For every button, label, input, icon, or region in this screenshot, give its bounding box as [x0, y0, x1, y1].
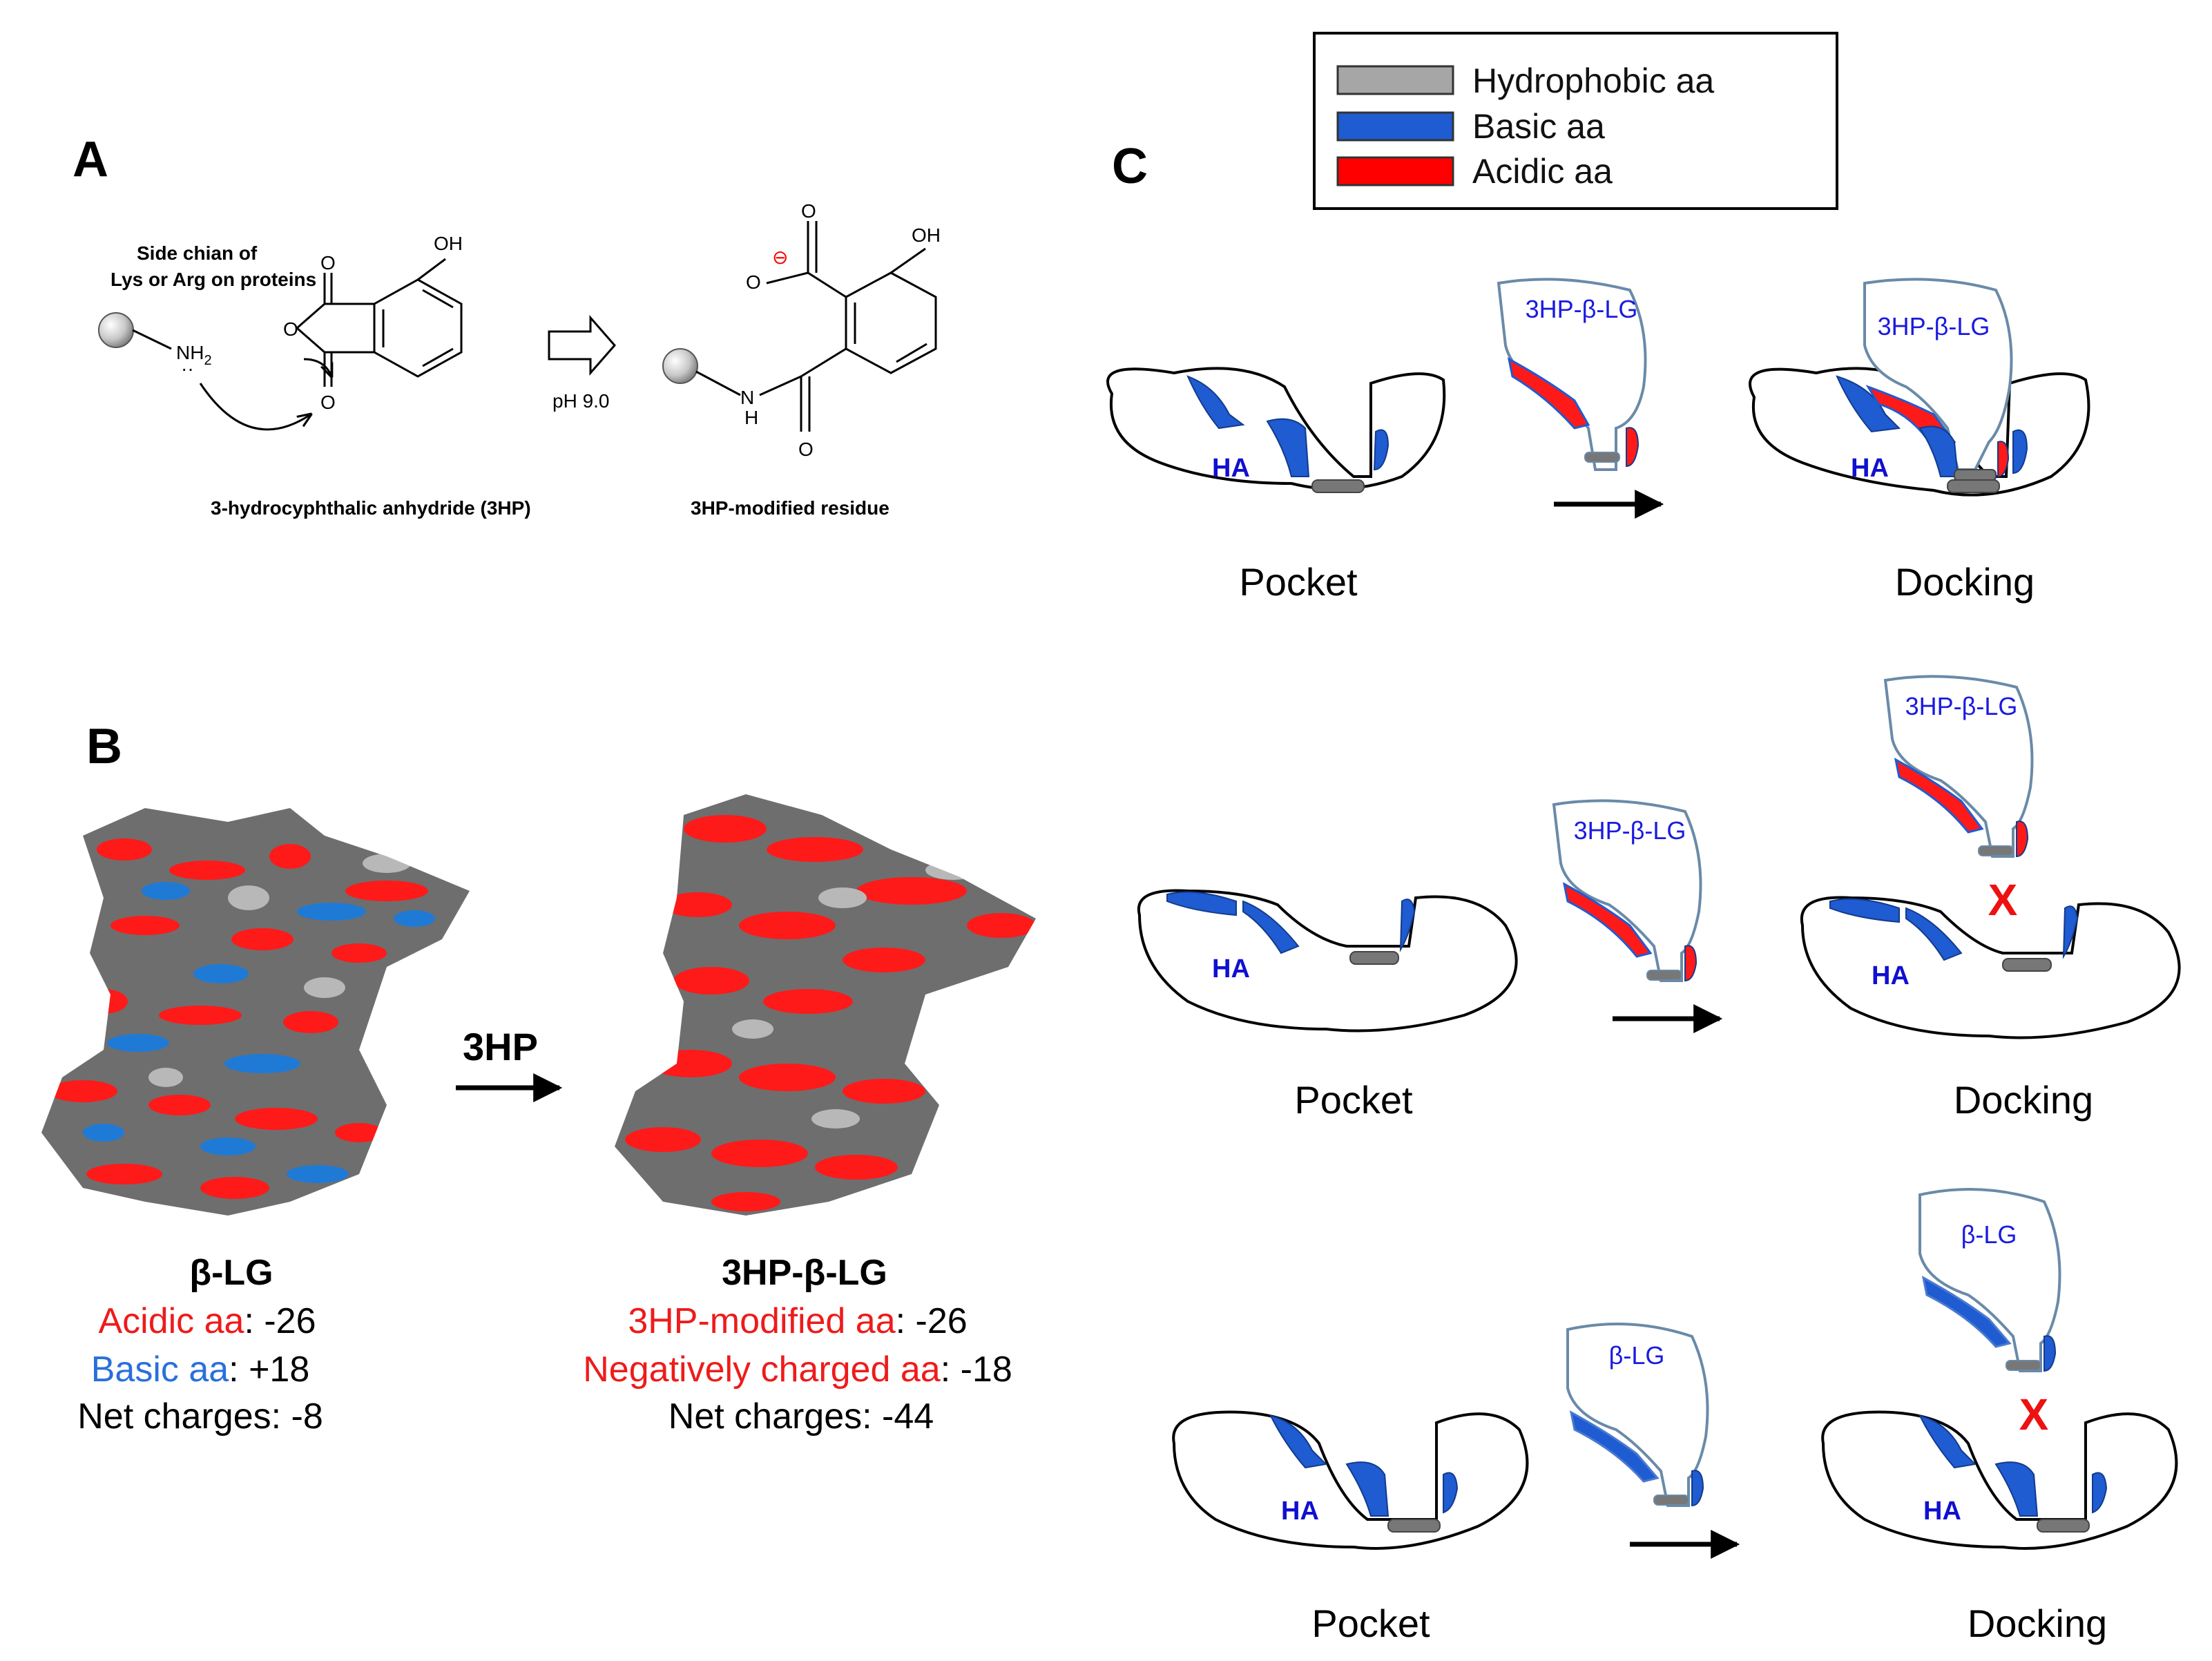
docked-complex-pocket	[1749, 367, 2090, 497]
protein-bead-icon	[98, 312, 134, 348]
reaction-arrow-icon	[548, 315, 616, 376]
docking-row-2: HA 3HP-β-LG Pocket 3HP-β-LG X HA Docking	[1137, 675, 2181, 1122]
native-net-charge: Net charges: -8	[77, 1396, 323, 1437]
carbonyl-o-top: O	[320, 252, 336, 273]
product-carboxylate-o: O	[746, 271, 761, 293]
svg-text:··: ··	[181, 358, 194, 379]
unbound-ligand	[1918, 1188, 2061, 1372]
docking-label: Docking	[1895, 560, 2035, 604]
panel-label-c: C	[1112, 139, 1148, 194]
protein-surface-native	[41, 808, 470, 1216]
docking-label: Docking	[1954, 1078, 2093, 1122]
negative-charge-icon: ⊖	[772, 247, 788, 268]
unbound-ligand	[1883, 675, 2034, 858]
panel-label-b: B	[86, 719, 122, 774]
ligand-protein	[1552, 799, 1702, 982]
receptor-pocket	[1137, 889, 1518, 1033]
modified-charge-summary: 3HP-β-LG 3HP-modified aa: -26 Negatively…	[583, 1253, 1012, 1437]
protein-surface-modified	[615, 794, 1036, 1216]
legend-label-basic: Basic aa	[1472, 107, 1605, 146]
reaction-scheme: Side chian of Lys or Arg on proteins NH2…	[98, 200, 941, 519]
product-molecule	[695, 221, 937, 432]
side-chain-label-line2: Lys or Arg on proteins	[110, 269, 316, 290]
native-basic-line: Basic aa: +18	[91, 1350, 310, 1390]
nucleophilic-attack-arrow	[199, 383, 311, 431]
carbonyl-o-bottom: O	[320, 392, 336, 413]
ligand-label-undocked: 3HP-β-LG	[1905, 692, 2018, 720]
native-name: β-LG	[189, 1253, 273, 1293]
docking-row-3: HA β-LG Pocket β-LG X HA Docking	[1172, 1188, 2178, 1645]
ha-label-docking: HA	[1872, 961, 1910, 990]
blocked-x-icon: X	[2019, 1390, 2049, 1439]
docking-row-1: HA 3HP-β-LG Pocket HA 3HP-β-LG Docking	[1106, 278, 2090, 604]
ha-label-docked: HA	[1851, 454, 1889, 483]
native-charge-summary: β-LG Acidic aa: -26 Basic aa: +18 Net ch…	[77, 1253, 323, 1437]
ha-label: HA	[1212, 454, 1250, 483]
modified-name: 3HP-β-LG	[722, 1253, 887, 1293]
oh-label: OH	[434, 233, 463, 254]
product-oh: OH	[912, 224, 941, 246]
pocket-label: Pocket	[1239, 560, 1358, 604]
reaction-condition: pH 9.0	[552, 390, 610, 412]
ligand-label: β-LG	[1609, 1341, 1665, 1370]
product-amide-o: O	[798, 439, 814, 460]
ha-label-docking: HA	[1923, 1497, 1961, 1526]
ligand-label-docked: 3HP-β-LG	[1878, 312, 1990, 340]
ligand-label-undocked: β-LG	[1961, 1220, 2017, 1249]
legend-swatch-hydrophobic	[1336, 65, 1454, 95]
amine-label: NH2	[176, 342, 212, 368]
ligand-protein	[1566, 1323, 1709, 1507]
ha-label: HA	[1212, 954, 1250, 983]
modification-arrow-label: 3HP	[463, 1025, 538, 1068]
receptor-pocket-docking	[1800, 896, 2181, 1039]
anhydride-molecule	[296, 258, 463, 387]
side-chain-label-line1: Side chian of	[137, 242, 258, 264]
receptor-pocket	[1172, 1410, 1529, 1550]
modified-negative-line: Negatively charged aa: -18	[583, 1350, 1012, 1390]
legend-swatch-basic	[1336, 111, 1454, 142]
ring-o: O	[283, 318, 298, 340]
receptor-pocket-docking	[1821, 1410, 2178, 1550]
native-acidic-line: Acidic aa: -26	[98, 1301, 316, 1341]
legend: Hydrophobic aa Basic aa Acidic aa	[1313, 32, 1838, 210]
legend-label-hydrophobic: Hydrophobic aa	[1472, 61, 1714, 100]
docking-label: Docking	[1968, 1602, 2107, 1645]
product-carboxyl-o: O	[801, 200, 816, 222]
reagent-caption: 3-hydrocyphthalic anhydride (3HP)	[211, 497, 531, 519]
legend-label-acidic: Acidic aa	[1472, 152, 1613, 191]
modified-net-charge: Net charges: -44	[669, 1396, 934, 1437]
modified-3hp-line: 3HP-modified aa: -26	[628, 1301, 967, 1341]
pocket-label: Pocket	[1294, 1078, 1413, 1122]
panel-label-a: A	[73, 132, 108, 187]
blocked-x-icon: X	[1988, 875, 2018, 925]
ligand-label: 3HP-β-LG	[1526, 295, 1638, 323]
ha-label: HA	[1281, 1497, 1319, 1526]
product-bead-icon	[662, 348, 698, 384]
legend-swatch-acidic	[1336, 156, 1454, 186]
product-caption: 3HP-modified residue	[691, 497, 889, 519]
ligand-label: 3HP-β-LG	[1574, 816, 1686, 845]
pocket-label: Pocket	[1311, 1602, 1430, 1645]
product-h: H	[744, 407, 758, 428]
product-n: N	[740, 387, 754, 408]
